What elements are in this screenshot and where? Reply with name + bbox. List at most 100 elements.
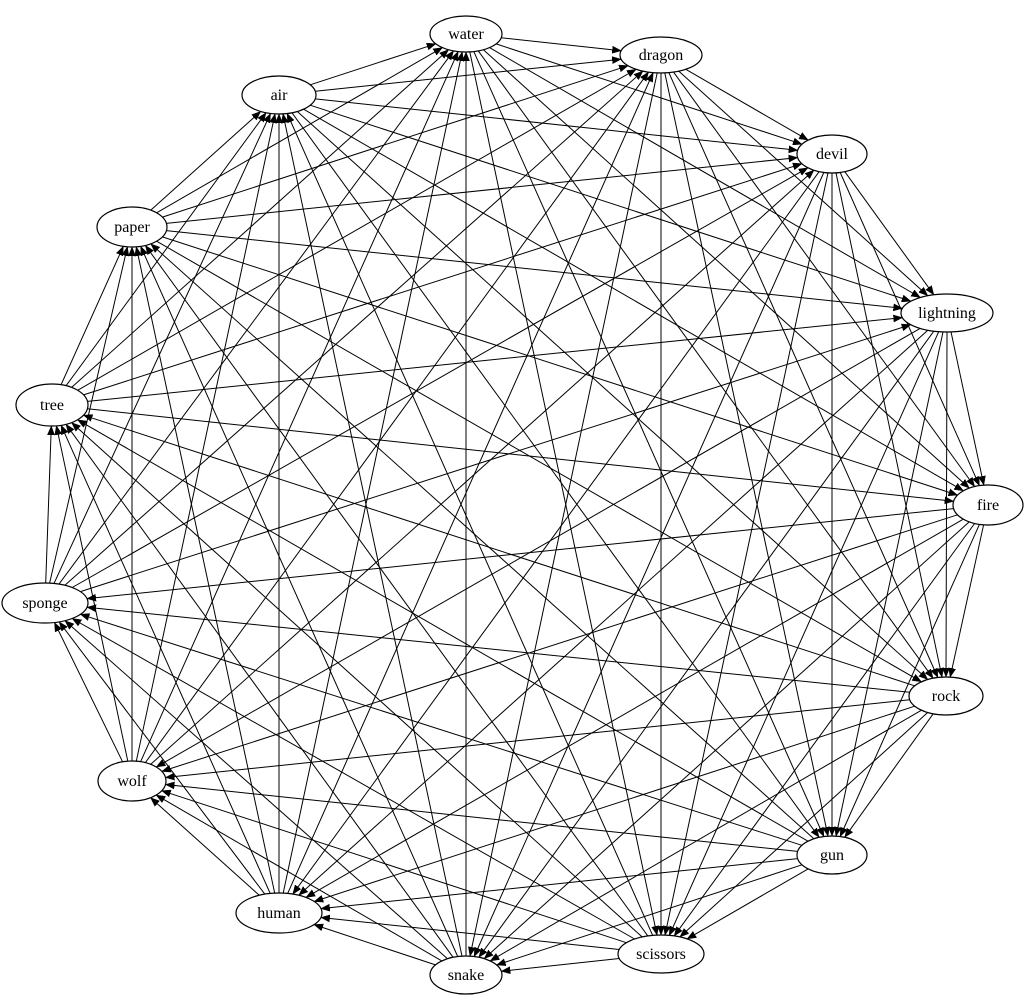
node-gun: gun [796,835,868,875]
edge-sponge-to-tree [45,426,52,584]
edge-tree-to-air [65,113,267,386]
edge-dragon-to-snake [470,72,658,956]
edge-lightning-to-wolf [156,327,921,768]
edge-sponge-to-dragon [64,71,643,586]
edge-snake-to-human [314,925,436,966]
node-ellipse [241,75,317,115]
edge-human-to-tree [60,425,271,894]
edge-devil-to-human [292,171,820,894]
edge-paper-to-fire [162,236,957,495]
edge-water-to-fire [483,49,969,488]
edge-gun-to-snake [497,864,803,965]
edge-tree-to-devil [83,164,802,396]
edge-rock-to-sponge [87,607,910,693]
edge-sponge-to-water [58,51,454,585]
node-snake: snake [429,955,503,995]
edge-sponge-to-air [53,114,271,584]
edge-rock-to-scissors [680,712,929,937]
edge-devil-to-scissors [665,172,829,935]
edge-human-to-dragon [287,73,654,894]
node-ellipse [617,934,705,974]
edge-gun-to-scissors [687,868,809,940]
edge-human-to-water [282,52,462,894]
edge-paper-to-lightning [166,230,902,309]
edge-water-to-lightning [489,47,921,298]
edge-rock-to-snake [490,709,922,962]
edge-dragon-to-rock [668,72,939,678]
node-label: paper [114,219,150,236]
node-wolf: wolf [97,760,167,802]
edge-water-to-scissors [469,51,657,935]
edge-fire-to-gun [839,524,980,836]
edge-gun-to-paper [151,244,815,840]
edge-water-to-dragon [501,37,621,51]
edge-paper-to-rock [156,240,922,683]
edge-fire-to-human [306,518,964,898]
edge-lightning-to-rock [946,331,947,677]
node-lightning: lightning [900,293,994,333]
edge-water-to-devil [495,43,802,144]
edge-tree-to-fire [87,408,953,502]
edge-gun-to-sponge [80,614,803,846]
node-ellipse [796,835,868,875]
edge-lightning-to-scissors [668,331,940,936]
node-scissors: scissors [617,934,705,974]
edge-paper-to-devil [166,158,797,224]
edge-dragon-to-lightning [678,70,928,296]
edge-rock-to-human [314,705,915,901]
edge-wolf-to-sponge [54,623,124,763]
edge-fire-to-scissors [673,523,976,936]
edge-wolf-to-devil [150,170,814,765]
edge-air-to-water [310,44,436,86]
node-label: human [257,905,301,922]
edge-air-to-devil [315,98,798,150]
edge-air-to-fire [303,108,964,492]
edge-sponge-to-paper [49,247,128,584]
edges-layer [45,37,984,971]
node-air: air [241,75,317,115]
node-label: tree [40,397,64,414]
node-fire: fire [952,484,1024,526]
edge-air-to-gun [291,112,820,838]
edge-wolf-to-tree [56,426,129,762]
node-sponge: sponge [1,582,89,624]
node-ellipse [1,582,89,624]
edge-scissors-to-sponge [72,618,635,940]
edge-human-to-sponge [58,622,266,895]
edge-gun-to-wolf [166,785,798,852]
node-ellipse [952,484,1024,526]
edge-snake-to-tree [65,424,454,958]
edge-dragon-to-gun [664,72,828,836]
edge-gun-to-human [321,858,798,909]
edge-wolf-to-dragon [144,72,649,763]
edge-wolf-to-air [135,114,275,762]
edge-devil-to-lightning [844,171,935,295]
edge-lightning-to-snake [478,330,935,957]
edge-fire-to-wolf [162,514,958,772]
node-dragon: dragon [619,36,703,74]
node-ellipse [97,760,167,802]
node-rock: rock [908,676,984,716]
edge-tree-to-lightning [87,318,903,402]
node-label: fire [977,497,999,514]
edge-scissors-to-human [321,918,620,950]
edge-rock-to-gun [844,713,934,838]
edge-gun-to-tree [78,419,809,842]
node-human: human [235,892,323,934]
node-label: gun [820,847,844,864]
edge-snake-to-sponge [65,621,448,960]
nodes-layer: waterdragondevillightningfirerockgunscis… [1,15,1024,995]
edge-devil-to-snake [473,172,825,957]
node-ellipse [429,955,503,995]
node-label: snake [448,967,484,984]
node-ellipse [235,892,323,934]
node-label: wolf [117,773,147,790]
edge-lightning-to-human [299,329,929,895]
edge-fire-to-snake [484,521,970,959]
edge-fire-to-sponge [87,508,954,599]
node-paper: paper [96,206,168,248]
edge-scissors-to-wolf [162,791,627,944]
edge-paper-to-dragon [162,66,628,218]
edge-scissors-to-tree [72,423,643,938]
